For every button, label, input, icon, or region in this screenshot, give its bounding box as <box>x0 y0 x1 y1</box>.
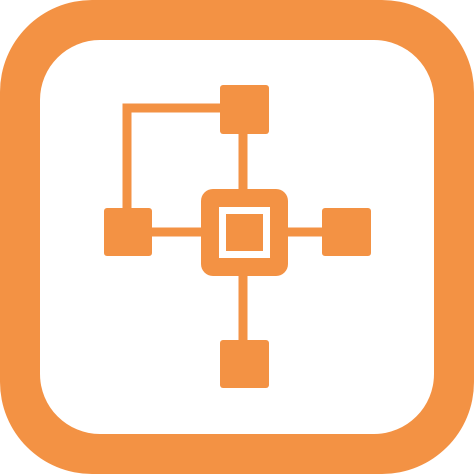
node-top <box>220 85 269 134</box>
connector-lines <box>122 103 322 340</box>
node-left <box>104 208 152 256</box>
hub-core <box>226 214 263 251</box>
connector-left-to-top <box>122 103 222 212</box>
node-bottom <box>220 340 269 388</box>
node-right <box>322 208 371 256</box>
